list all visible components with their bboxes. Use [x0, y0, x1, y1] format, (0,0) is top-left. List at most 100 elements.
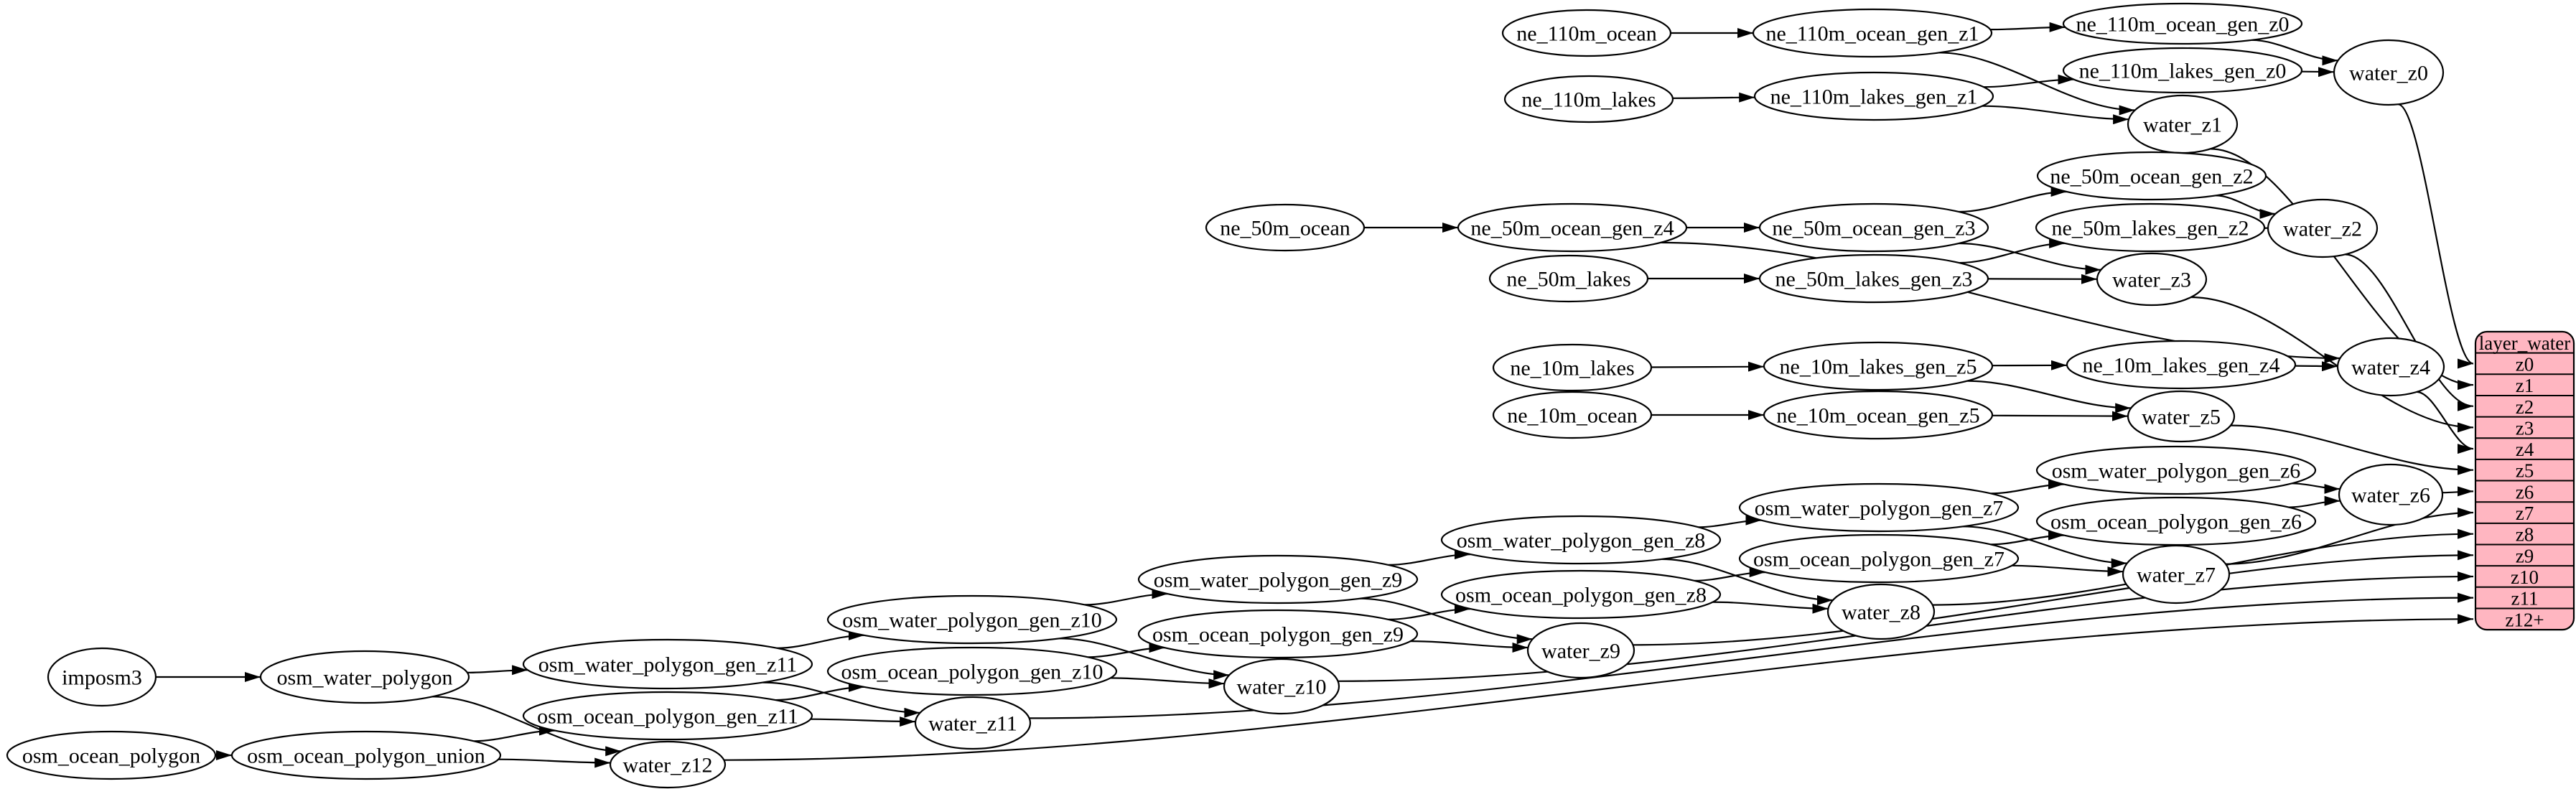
node-water_z2-shape [2267, 198, 2379, 258]
record-header-label: layer_water [2479, 332, 2570, 354]
node-osm_water_polygon_gen_z10-label: osm_water_polygon_gen_z10 [842, 609, 1102, 632]
node-ne_110m_ocean_gen_z1: ne_110m_ocean_gen_z1 [1752, 8, 1993, 58]
node-ne_50m_ocean: ne_50m_ocean [1205, 203, 1366, 252]
node-water_z3-label: water_z3 [2112, 269, 2191, 292]
edge-ne_10m_lakes--ne_10m_lakes_gen_z5 [1651, 361, 1765, 372]
edge-osm_water_polygon_gen_z10--osm_water_polygon_gen_z9 [1084, 589, 1168, 606]
edge-ne_110m_ocean_gen_z1--water_z1 [1938, 52, 2135, 116]
node-osm_ocean_polygon_gen_z8: osm_ocean_polygon_gen_z8 [1440, 569, 1722, 620]
node-ne_50m_lakes_gen_z2-label: ne_50m_lakes_gen_z2 [2052, 217, 2249, 241]
node-ne_50m_ocean_gen_z3: ne_50m_ocean_gen_z3 [1758, 202, 1989, 253]
record-row-z0-label: z0 [2516, 353, 2534, 375]
edge-osm_ocean_polygon_gen_z9--osm_ocean_polygon_gen_z8 [1388, 604, 1471, 620]
record-row-z2-label: z2 [2516, 396, 2534, 418]
node-osm_water_polygon_gen_z7-shape [1738, 482, 2020, 533]
node-osm_ocean_polygon-label: osm_ocean_polygon [22, 744, 200, 768]
edge-osm_ocean_polygon_gen_z10--water_z10 [1110, 677, 1225, 689]
node-osm_water_polygon_gen_z8: osm_water_polygon_gen_z8 [1440, 515, 1722, 565]
node-water_z3-shape [2096, 252, 2208, 307]
node-ne_10m_lakes: ne_10m_lakes [1492, 343, 1653, 392]
node-ne_10m_ocean_gen_z5-label: ne_10m_ocean_gen_z5 [1776, 404, 1979, 428]
node-ne_10m_ocean_gen_z5: ne_10m_ocean_gen_z5 [1763, 390, 1994, 440]
node-osm_ocean_polygon_union-label: osm_ocean_polygon_union [247, 744, 485, 768]
node-water_z6-shape [2338, 463, 2444, 526]
record-row-z11-label: z11 [2511, 588, 2539, 610]
node-water_z5-label: water_z5 [2142, 406, 2221, 429]
node-ne_10m_lakes-shape [1492, 343, 1653, 392]
node-water_z5: water_z5 [2127, 390, 2236, 443]
edge-osm_water_polygon_gen_z8--osm_water_polygon_gen_z7 [1698, 515, 1762, 528]
edge-osm_ocean_polygon_gen_z9--water_z9 [1410, 640, 1529, 653]
node-water_z9-label: water_z9 [1541, 640, 1620, 663]
node-water_z9-shape [1526, 622, 1635, 679]
node-osm_ocean_polygon_gen_z10: osm_ocean_polygon_gen_z10 [826, 646, 1118, 696]
node-ne_50m_ocean_gen_z4: ne_50m_ocean_gen_z4 [1457, 202, 1688, 253]
record-row-z4-label: z4 [2516, 439, 2534, 460]
node-osm_water_polygon_gen_z6: osm_water_polygon_gen_z6 [2035, 445, 2317, 495]
node-ne_50m_lakes_gen_z2-shape [2035, 202, 2266, 253]
node-ne_110m_ocean-shape [1501, 9, 1672, 57]
node-water_z11-label: water_z11 [928, 712, 1017, 736]
node-ne_110m_lakes_gen_z1: ne_110m_lakes_gen_z1 [1753, 71, 1994, 121]
node-water_z7: water_z7 [2122, 544, 2231, 604]
edge-water_z0--z0 [2397, 103, 2474, 369]
node-ne_10m_lakes_gen_z4: ne_10m_lakes_gen_z4 [2066, 340, 2297, 390]
record-row-z9-label: z9 [2516, 545, 2534, 566]
node-osm_water_polygon_gen_z11-label: osm_water_polygon_gen_z11 [538, 653, 797, 677]
node-osm_water_polygon_gen_z10: osm_water_polygon_gen_z10 [826, 594, 1118, 645]
node-water_z12-label: water_z12 [623, 754, 713, 778]
node-osm_water_polygon_gen_z6-label: osm_water_polygon_gen_z6 [2052, 459, 2301, 483]
edge-osm_ocean_polygon_gen_z8--osm_ocean_polygon_gen_z7 [1694, 567, 1765, 582]
edge-osm_ocean_polygon_gen_z11--water_z11 [810, 716, 916, 727]
node-water_z3: water_z3 [2096, 252, 2208, 307]
node-water_z6: water_z6 [2338, 463, 2444, 526]
edge-ne_10m_lakes_gen_z5--water_z5 [1967, 380, 2132, 414]
node-water_z8-shape [1826, 583, 1936, 640]
node-ne_110m_ocean_gen_z1-label: ne_110m_ocean_gen_z1 [1765, 22, 1979, 46]
layer-water-record: layer_waterz0z1z2z3z4z5z6z7z8z9z10z11z12… [2474, 330, 2575, 630]
node-ne_50m_ocean_gen_z4-shape [1457, 202, 1688, 253]
node-ne_10m_lakes_gen_z4-shape [2066, 340, 2297, 390]
node-ne_110m_lakes_gen_z0: ne_110m_lakes_gen_z0 [2062, 47, 2303, 94]
node-ne_110m_lakes_gen_z1-shape [1753, 71, 1994, 121]
node-ne_10m_ocean-shape [1492, 391, 1653, 439]
edge-ne_50m_ocean_gen_z2--water_z2 [2216, 195, 2276, 219]
edge-osm_water_polygon--osm_water_polygon_gen_z11 [467, 665, 528, 676]
node-osm_water_polygon_gen_z9: osm_water_polygon_gen_z9 [1137, 554, 1419, 604]
node-osm_water_polygon-label: osm_water_polygon [277, 666, 453, 690]
edge-water_z9--z9 [1633, 550, 2474, 646]
edge-osm_ocean_polygon_gen_z7--osm_ocean_polygon_gen_z6 [1991, 530, 2064, 546]
node-osm_ocean_polygon_union-shape [230, 730, 502, 780]
node-osm_water_polygon_gen_z10-shape [826, 594, 1118, 645]
edge-ne_50m_lakes_gen_z3--ne_50m_lakes_gen_z2 [1959, 238, 2066, 264]
edge-osm_ocean_polygon_union--water_z12 [498, 757, 611, 768]
node-osm_ocean_polygon_gen_z7-label: osm_ocean_polygon_gen_z7 [1753, 548, 2005, 571]
edge-osm_ocean_polygon_union--osm_ocean_polygon_gen_z11 [474, 725, 555, 742]
node-water_z1-label: water_z1 [2143, 113, 2222, 137]
node-osm_ocean_polygon_gen_z6: osm_ocean_polygon_gen_z6 [2035, 496, 2317, 546]
node-water_z8: water_z8 [1826, 583, 1936, 640]
node-water_z11-shape [914, 696, 1032, 750]
record-row-z3-label: z3 [2516, 417, 2534, 439]
node-ne_110m_ocean_gen_z1-shape [1752, 8, 1993, 58]
node-ne_50m_ocean_gen_z2-label: ne_50m_ocean_gen_z2 [2050, 165, 2253, 189]
node-ne_50m_ocean_gen_z4-label: ne_50m_ocean_gen_z4 [1470, 217, 1674, 241]
edge-osm_water_polygon_gen_z9--osm_water_polygon_gen_z8 [1388, 549, 1471, 566]
edge-osm_water_polygon_gen_z11--osm_water_polygon_gen_z10 [777, 630, 864, 649]
edge-osm_water_polygon_gen_z11--water_z11 [762, 681, 920, 718]
node-water_z5-shape [2127, 390, 2236, 443]
node-osm_ocean_polygon: osm_ocean_polygon [6, 730, 217, 780]
node-ne_50m_lakes: ne_50m_lakes [1488, 254, 1649, 303]
node-ne_110m_lakes-label: ne_110m_lakes [1521, 88, 1656, 112]
node-osm_water_polygon_gen_z11-shape [522, 638, 813, 690]
node-osm_ocean_polygon_gen_z11: osm_ocean_polygon_gen_z11 [522, 691, 813, 741]
node-ne_110m_ocean_gen_z0: ne_110m_ocean_gen_z0 [2062, 2, 2303, 45]
node-water_z7-label: water_z7 [2137, 564, 2216, 587]
node-imposm3: imposm3 [47, 647, 157, 707]
node-imposm3-shape [47, 647, 157, 707]
edge-water_z5--z5 [2231, 424, 2474, 475]
edges-layer [155, 22, 2474, 768]
node-ne_110m_ocean_gen_z0-label: ne_110m_ocean_gen_z0 [2076, 13, 2289, 37]
record-row-z7-label: z7 [2516, 503, 2534, 524]
